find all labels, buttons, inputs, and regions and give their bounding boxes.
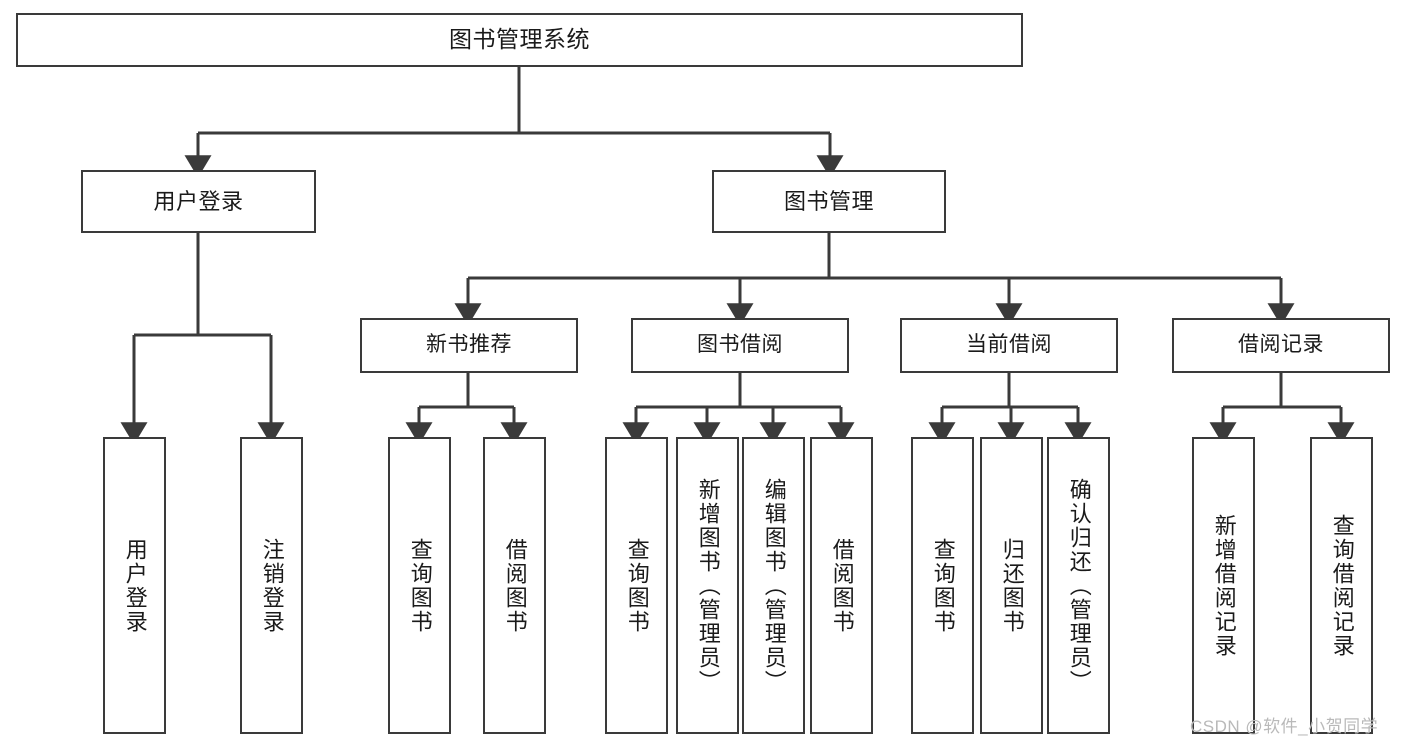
node-leaf-book-edit[interactable]: 编辑图书（管理员） xyxy=(742,437,805,734)
node-user-login[interactable]: 用户登录 xyxy=(81,170,316,233)
node-leaf-cur-query[interactable]: 查询图书 xyxy=(911,437,974,734)
node-leaf-confirm-return-label: 确认归还（管理员） xyxy=(1066,477,1092,694)
node-leaf-rec-borrow-label: 借阅图书 xyxy=(502,537,528,634)
node-leaf-book-add-label: 新增图书（管理员） xyxy=(695,477,721,694)
node-leaf-user-logout[interactable]: 注销登录 xyxy=(240,437,303,734)
node-current-borrow-label: 当前借阅 xyxy=(966,333,1052,357)
node-leaf-user-login-label: 用户登录 xyxy=(122,537,148,634)
node-borrow-record[interactable]: 借阅记录 xyxy=(1172,318,1390,373)
node-leaf-book-edit-label: 编辑图书（管理员） xyxy=(761,477,787,694)
node-leaf-record-add-label: 新增借阅记录 xyxy=(1211,513,1237,658)
node-book-borrow-label: 图书借阅 xyxy=(697,333,783,357)
node-leaf-cur-query-label: 查询图书 xyxy=(930,537,956,634)
node-root[interactable]: 图书管理系统 xyxy=(16,13,1023,67)
node-leaf-borrow-query[interactable]: 查询图书 xyxy=(605,437,668,734)
node-leaf-rec-query[interactable]: 查询图书 xyxy=(388,437,451,734)
node-leaf-record-add[interactable]: 新增借阅记录 xyxy=(1192,437,1255,734)
node-leaf-borrow-book-label: 借阅图书 xyxy=(829,537,855,634)
node-leaf-rec-query-label: 查询图书 xyxy=(407,537,433,634)
node-new-book-rec-label: 新书推荐 xyxy=(426,333,512,357)
node-leaf-book-add[interactable]: 新增图书（管理员） xyxy=(676,437,739,734)
node-leaf-record-query-label: 查询借阅记录 xyxy=(1329,513,1355,658)
node-book-manage-label: 图书管理 xyxy=(783,188,874,214)
node-leaf-rec-borrow[interactable]: 借阅图书 xyxy=(483,437,546,734)
node-leaf-record-query[interactable]: 查询借阅记录 xyxy=(1310,437,1373,734)
node-leaf-return-book[interactable]: 归还图书 xyxy=(980,437,1043,734)
node-current-borrow[interactable]: 当前借阅 xyxy=(900,318,1118,373)
node-leaf-borrow-query-label: 查询图书 xyxy=(624,537,650,634)
node-borrow-record-label: 借阅记录 xyxy=(1238,333,1324,357)
node-user-login-label: 用户登录 xyxy=(153,188,244,214)
node-leaf-borrow-book[interactable]: 借阅图书 xyxy=(810,437,873,734)
node-book-borrow[interactable]: 图书借阅 xyxy=(631,318,849,373)
node-leaf-return-book-label: 归还图书 xyxy=(999,537,1025,634)
node-root-label: 图书管理系统 xyxy=(449,26,590,53)
node-new-book-rec[interactable]: 新书推荐 xyxy=(360,318,578,373)
csdn-watermark: CSDN @软件_小贺同学 xyxy=(1190,717,1379,736)
node-leaf-confirm-return[interactable]: 确认归还（管理员） xyxy=(1047,437,1110,734)
node-leaf-user-login[interactable]: 用户登录 xyxy=(103,437,166,734)
node-book-manage[interactable]: 图书管理 xyxy=(712,170,946,233)
node-leaf-user-logout-label: 注销登录 xyxy=(259,537,285,634)
